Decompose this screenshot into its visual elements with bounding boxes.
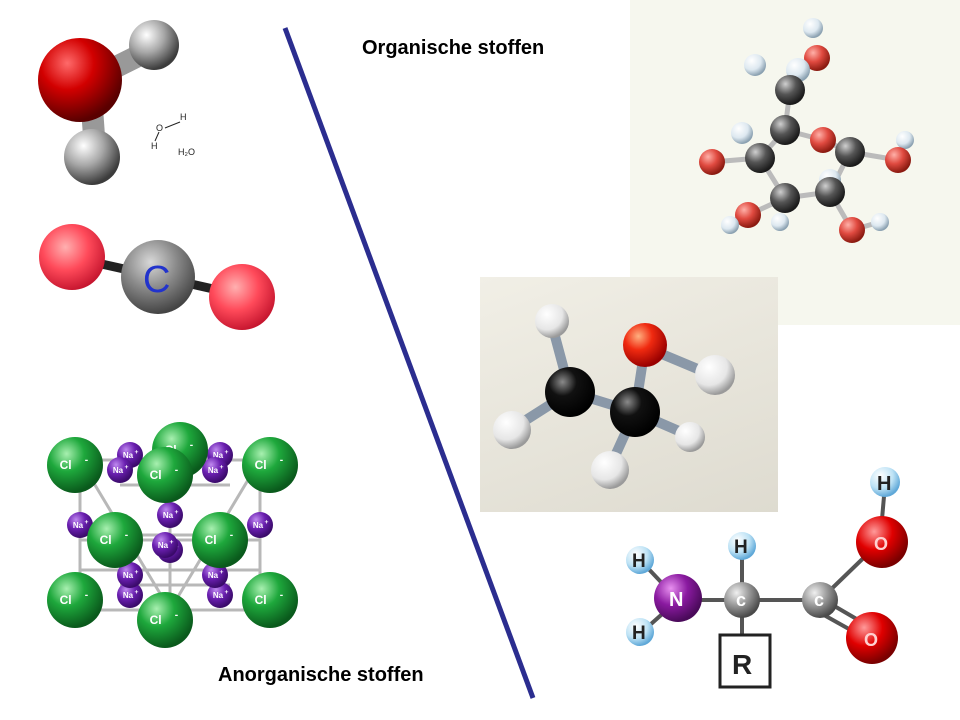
co2-molecule: C: [39, 224, 275, 330]
water-molecule: O H H H₂O: [38, 20, 195, 185]
svg-text:+: +: [85, 519, 89, 526]
svg-text:Cl: Cl: [255, 593, 267, 607]
svg-text:Na: Na: [73, 521, 84, 530]
sodium-ion: Na+: [107, 457, 133, 483]
svg-text:Na: Na: [123, 591, 134, 600]
svg-text:+: +: [225, 589, 229, 596]
svg-text:Cl: Cl: [60, 458, 72, 472]
svg-text:-: -: [230, 530, 233, 541]
co2-carbon-label: C: [143, 259, 170, 301]
svg-text:Na: Na: [123, 451, 134, 460]
sodium-ion: Na+: [152, 532, 178, 558]
svg-text:-: -: [85, 455, 88, 466]
svg-text:Na: Na: [208, 571, 219, 580]
oxygen-atom-hydroxyl: O: [856, 516, 908, 568]
svg-text:Cl: Cl: [100, 533, 112, 547]
svg-text:N: N: [669, 589, 683, 611]
sodium-ion: Na+: [202, 457, 228, 483]
svg-text:-: -: [85, 590, 88, 601]
svg-text:H: H: [632, 623, 646, 644]
svg-text:Na: Na: [208, 466, 219, 475]
svg-text:+: +: [135, 569, 139, 576]
svg-text:H: H: [734, 537, 748, 558]
chloride-ion: Cl -: [192, 512, 248, 568]
ethanol-molecule: [493, 304, 735, 489]
svg-text:Na: Na: [213, 591, 224, 600]
svg-text:Na: Na: [123, 571, 134, 580]
svg-text:Na: Na: [113, 466, 124, 475]
amino-acid-structure: R H H H H N c c O O: [626, 467, 908, 689]
svg-text:Cl: Cl: [60, 593, 72, 607]
svg-text:c: c: [736, 590, 746, 610]
hydrogen-atom-alpha: H: [728, 532, 756, 560]
water-formula-name: H₂O: [178, 147, 195, 157]
sodium-ion: Na+: [247, 512, 273, 538]
glucose-molecule: [699, 18, 914, 243]
chloride-ion: Cl -: [242, 437, 298, 493]
svg-text:Cl: Cl: [205, 533, 217, 547]
sodium-ion: Na+: [67, 512, 93, 538]
svg-text:Na: Na: [163, 511, 174, 520]
sodium-ion: Na+: [207, 582, 233, 608]
svg-text:+: +: [135, 449, 139, 456]
svg-text:Cl: Cl: [150, 468, 162, 482]
svg-text:+: +: [170, 539, 174, 546]
sodium-ion: Na+: [117, 582, 143, 608]
svg-text:H: H: [877, 473, 891, 495]
svg-text:+: +: [125, 464, 129, 471]
hydrogen-atom-amine-1: H: [626, 546, 654, 574]
chloride-ion: Cl -: [47, 572, 103, 628]
svg-text:H: H: [632, 551, 646, 572]
svg-text:+: +: [220, 569, 224, 576]
chloride-ion: Cl -: [137, 592, 193, 648]
svg-text:-: -: [280, 590, 283, 601]
inorganic-title: Anorganische stoffen: [218, 664, 424, 686]
svg-text:Na: Na: [253, 521, 264, 530]
svg-text:-: -: [125, 530, 128, 541]
organic-title: Organische stoffen: [362, 37, 545, 59]
svg-text:Cl: Cl: [255, 458, 267, 472]
sodium-ion: Na+: [202, 562, 228, 588]
svg-text:+: +: [225, 449, 229, 456]
hydrogen-atom-amine-2: H: [626, 618, 654, 646]
chloride-ion: Cl -: [242, 572, 298, 628]
r-group-box: [718, 633, 772, 689]
carbon-atom-carboxyl: c: [802, 582, 838, 618]
water-formula-h1: H: [180, 112, 187, 122]
svg-text:+: +: [135, 589, 139, 596]
chloride-ion: Cl -: [137, 447, 193, 503]
svg-text:+: +: [265, 519, 269, 526]
nacl-crystal: Na+Na+Na+Na+Na+Na+Na+Na+Na+Na+Na+Na+Na+C…: [47, 422, 298, 648]
sodium-ion: Na+: [117, 562, 143, 588]
svg-text:-: -: [175, 465, 178, 476]
svg-text:Cl: Cl: [150, 613, 162, 627]
carbon-atom-alpha: c: [724, 582, 760, 618]
nitrogen-atom: N: [654, 574, 702, 622]
svg-text:+: +: [175, 509, 179, 516]
chloride-ion: Cl -: [47, 437, 103, 493]
svg-text:O: O: [864, 630, 878, 650]
r-group-label: R: [732, 649, 752, 680]
svg-text:-: -: [175, 610, 178, 621]
oxygen-atom-double: O: [846, 612, 898, 664]
water-formula-h2: H: [151, 141, 158, 151]
sodium-ion: Na+: [157, 502, 183, 528]
hydrogen-atom-top: H: [870, 467, 900, 497]
svg-text:Na: Na: [213, 451, 224, 460]
svg-text:-: -: [190, 440, 193, 451]
svg-text:+: +: [220, 464, 224, 471]
svg-text:c: c: [814, 590, 824, 610]
chloride-ion: Cl -: [87, 512, 143, 568]
svg-text:Na: Na: [158, 541, 169, 550]
svg-text:-: -: [280, 455, 283, 466]
water-formula-o: O: [156, 123, 163, 133]
svg-text:O: O: [874, 534, 888, 554]
